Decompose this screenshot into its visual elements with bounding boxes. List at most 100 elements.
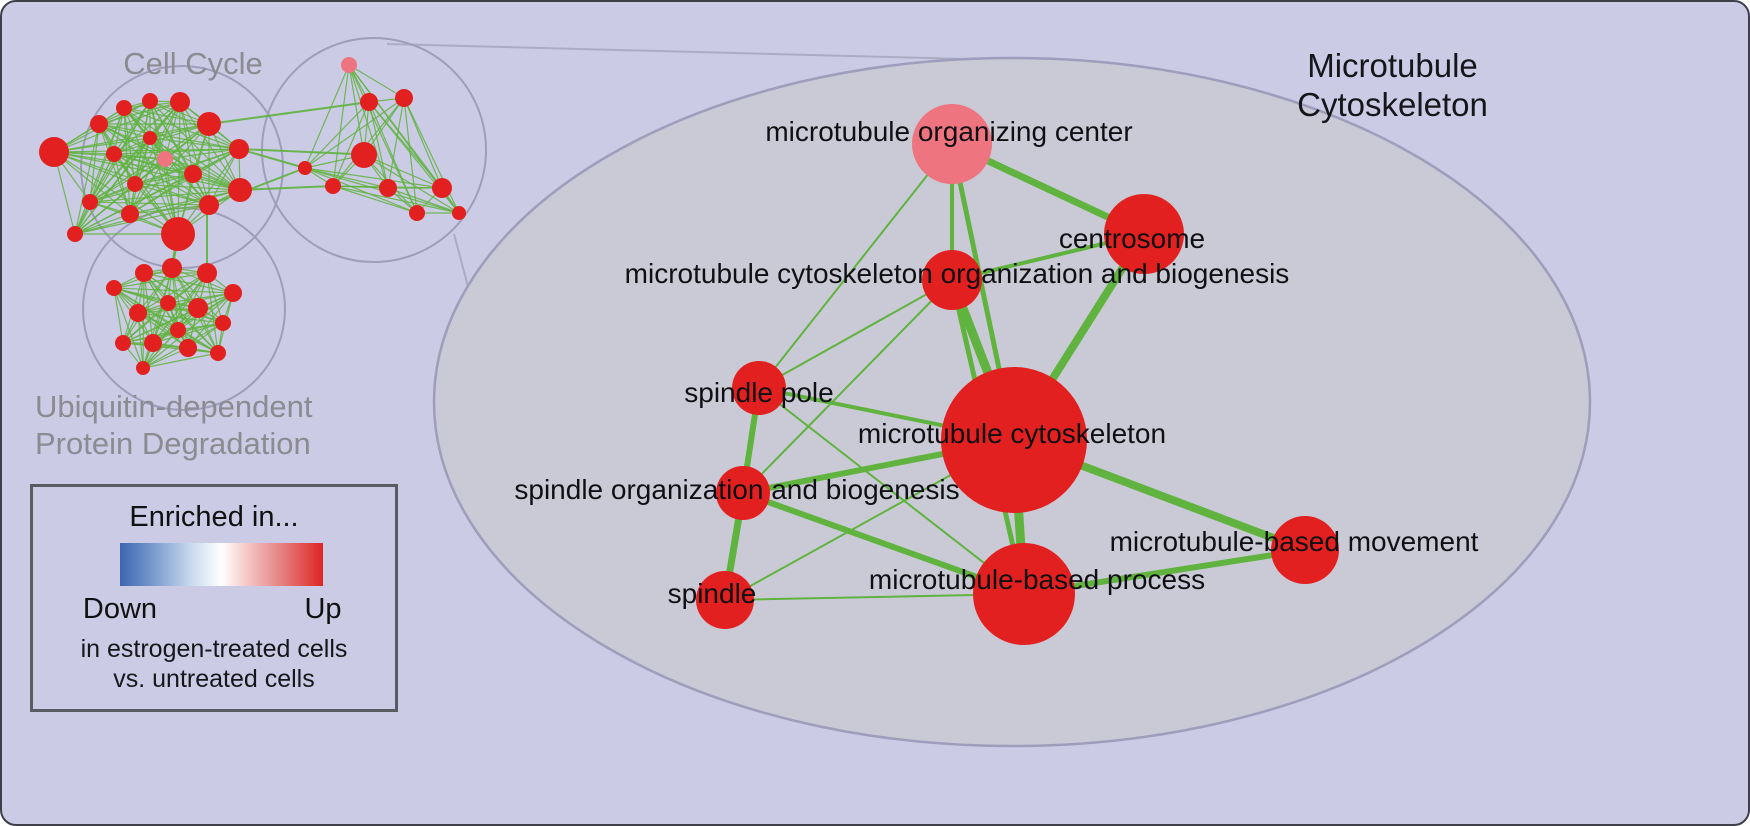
mini-node bbox=[188, 298, 208, 318]
mini-edge bbox=[387, 187, 460, 214]
node-mco bbox=[922, 250, 982, 310]
label-spindle: spindle bbox=[668, 578, 757, 609]
mini-edge bbox=[177, 101, 181, 235]
mini-edge bbox=[89, 123, 100, 203]
label-spindle_pole: spindle pole bbox=[684, 377, 833, 408]
mini-node bbox=[199, 195, 219, 215]
mini-edge bbox=[171, 267, 224, 324]
mini-edge bbox=[164, 158, 241, 191]
mini-nodes bbox=[39, 57, 466, 375]
mini-edge bbox=[332, 97, 405, 187]
mini-edge bbox=[113, 101, 181, 155]
mini-node bbox=[179, 339, 197, 357]
node-spindle_org bbox=[716, 466, 770, 520]
node-mbp bbox=[973, 543, 1075, 645]
mini-edge bbox=[149, 100, 240, 150]
mini-node bbox=[360, 93, 378, 111]
node-moc bbox=[912, 104, 992, 184]
mini-edge bbox=[167, 292, 234, 304]
mini-edge bbox=[113, 148, 240, 155]
mini-edge bbox=[177, 148, 240, 235]
edge-moc-spindle_pole bbox=[758, 143, 953, 389]
mini-edge bbox=[348, 64, 405, 99]
mini-node bbox=[115, 335, 131, 351]
mini-node bbox=[157, 151, 173, 167]
node-mc bbox=[941, 367, 1087, 513]
mini-edge bbox=[152, 322, 224, 344]
mini-node bbox=[452, 206, 466, 220]
mini-edge bbox=[122, 307, 199, 344]
mini-edge bbox=[164, 158, 210, 206]
mini-edge bbox=[122, 342, 219, 354]
label-mbp: microtubule-based process bbox=[869, 564, 1205, 595]
mini-edge bbox=[304, 167, 418, 214]
mini-node bbox=[184, 165, 202, 183]
mini-edge bbox=[113, 100, 151, 155]
mini-edge bbox=[304, 64, 350, 169]
mini-edge bbox=[113, 153, 179, 235]
mini-edge bbox=[403, 97, 443, 189]
edge-spindle_pole-mbp bbox=[758, 387, 1025, 595]
mini-edge bbox=[74, 137, 151, 235]
mini-edge bbox=[332, 185, 460, 214]
mini-edge bbox=[134, 173, 194, 185]
mini-edge bbox=[74, 153, 115, 235]
mini-node bbox=[341, 57, 357, 73]
mini-node bbox=[197, 112, 221, 136]
mini-edge bbox=[129, 137, 151, 215]
mini-node bbox=[351, 142, 377, 168]
mini-edge bbox=[74, 123, 100, 235]
mini-edge bbox=[129, 173, 194, 215]
node-centrosome bbox=[1104, 194, 1184, 274]
mini-edge bbox=[89, 158, 166, 203]
mini-edge bbox=[164, 148, 240, 160]
legend-caption-line2: vs. untreated cells bbox=[113, 665, 315, 693]
mini-node bbox=[325, 178, 341, 194]
mini-node bbox=[136, 361, 150, 375]
mini-node bbox=[127, 176, 143, 192]
mini-edge bbox=[74, 100, 151, 235]
mini-node bbox=[409, 205, 425, 221]
mini-edge bbox=[89, 183, 136, 203]
node-mbm bbox=[1271, 516, 1339, 584]
mini-node bbox=[228, 178, 252, 202]
mini-node bbox=[170, 322, 186, 338]
mini-cross-edge bbox=[208, 101, 370, 125]
zoom-nodes bbox=[696, 104, 1339, 645]
zoom-labels: microtubule organizing centercentrosomem… bbox=[514, 116, 1478, 609]
mini-edge bbox=[149, 100, 179, 235]
mini-edge bbox=[348, 64, 389, 189]
mini-edge bbox=[304, 97, 405, 169]
label-mco: microtubule cytoskeleton organization an… bbox=[625, 258, 1290, 289]
mini-edge bbox=[123, 107, 210, 125]
mini-node bbox=[197, 263, 217, 283]
mini-node bbox=[215, 315, 231, 331]
mini-edge bbox=[403, 97, 418, 214]
mini-edge bbox=[387, 97, 405, 189]
mini-edge bbox=[149, 137, 240, 150]
label-mbm: microtubule-based movement bbox=[1110, 526, 1479, 557]
mini-node bbox=[106, 280, 122, 296]
mini-edges bbox=[53, 64, 460, 369]
mini-edge bbox=[113, 287, 199, 309]
mini-node bbox=[90, 115, 108, 133]
mini-edge bbox=[142, 272, 145, 369]
mini-edge bbox=[332, 64, 350, 187]
mini-edge bbox=[123, 107, 240, 150]
legend-caption-line1: in estrogen-treated cells bbox=[80, 635, 348, 663]
mini-cross-edge bbox=[238, 148, 306, 169]
mini-node bbox=[116, 100, 132, 116]
mini-node bbox=[210, 345, 226, 361]
mini-edge bbox=[206, 272, 219, 354]
label-mc: microtubule cytoskeleton bbox=[858, 418, 1166, 449]
mini-node bbox=[161, 217, 195, 251]
mini-cross-edge bbox=[239, 185, 334, 191]
mini-edge bbox=[332, 101, 370, 187]
mini-edge bbox=[113, 153, 166, 160]
mini-edge bbox=[74, 173, 194, 235]
mini-edge bbox=[143, 272, 234, 294]
mini-node bbox=[129, 304, 147, 322]
mini-edge bbox=[74, 107, 125, 235]
